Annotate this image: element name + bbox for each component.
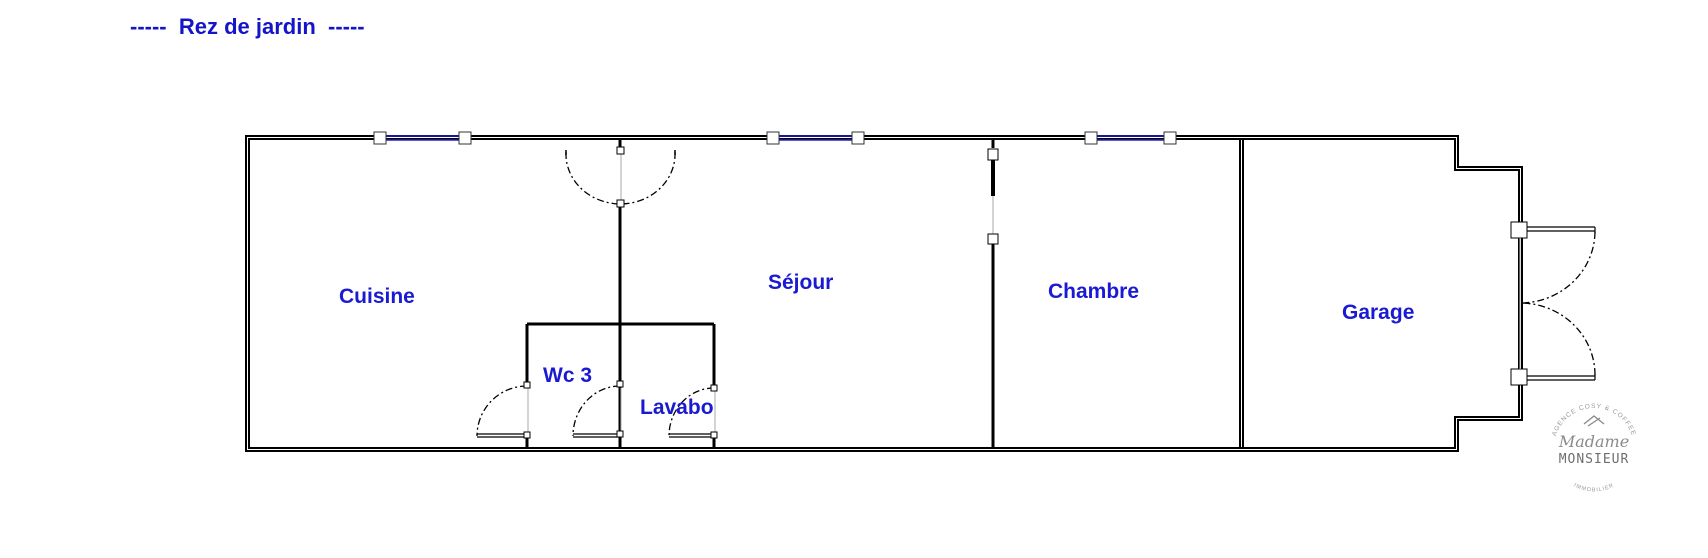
outer-walls — [245, 135, 1523, 452]
logo-house-icon — [1583, 415, 1605, 427]
wall-cuisine-sejour — [565, 139, 676, 448]
agency-logo: AGENCE COSY & COFFEE IMMOBILIER — [1551, 403, 1636, 493]
wall-chambre-garage — [1239, 139, 1244, 448]
logo-line1: Madame — [1558, 432, 1630, 451]
window-sejour — [766, 131, 865, 145]
logo-arc-bottom: IMMOBILIER — [1573, 482, 1615, 493]
wc-lavabo-walls — [525, 322, 716, 448]
room-label-lavabo: Lavabo — [640, 396, 714, 419]
room-label-wc: Wc 3 — [543, 364, 593, 387]
plan-title: ----- Rez de jardin ----- — [130, 14, 365, 39]
door-lavabo-right — [668, 384, 718, 439]
room-label-chambre: Chambre — [1048, 280, 1140, 303]
window-chambre — [1084, 131, 1177, 145]
room-label-sejour: Séjour — [768, 271, 834, 294]
door-wc — [476, 381, 531, 439]
window-cuisine — [373, 131, 472, 145]
door-garage — [1510, 221, 1596, 386]
room-label-cuisine: Cuisine — [339, 285, 415, 308]
door-lavabo-left — [572, 380, 624, 438]
logo-line2: MONSIEUR — [1558, 452, 1630, 467]
svg-text:IMMOBILIER: IMMOBILIER — [1573, 482, 1616, 493]
wall-sejour-chambre — [987, 139, 999, 448]
room-label-garage: Garage — [1342, 301, 1415, 324]
